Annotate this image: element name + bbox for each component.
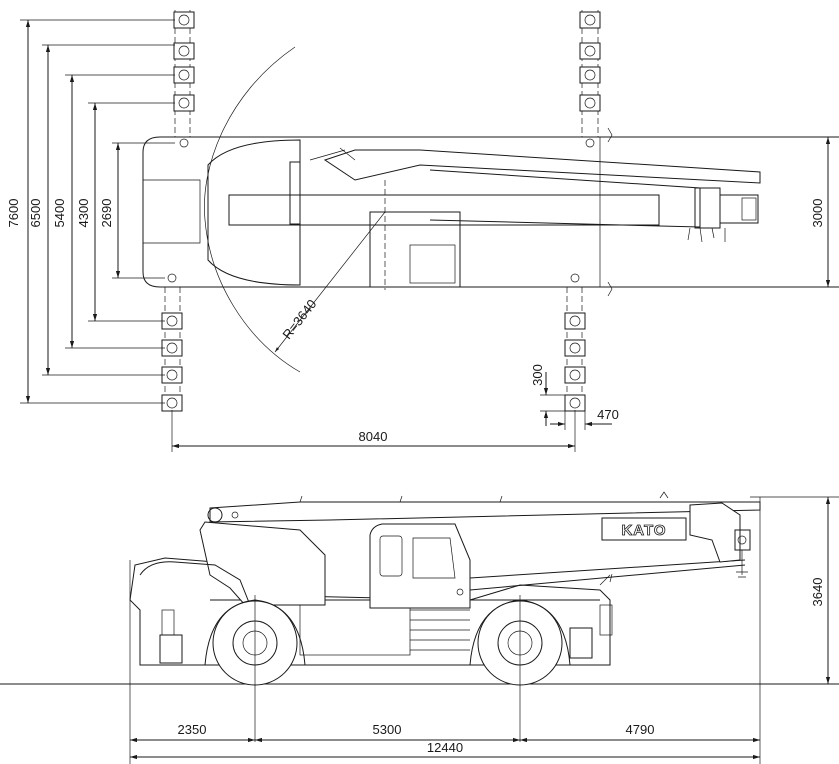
- outrigger-span-dimensions: 7600 6500 5400 4300 2690: [6, 19, 175, 404]
- dim-7600: 7600: [6, 199, 21, 228]
- kato-logo: KATO: [621, 522, 666, 539]
- slew-radius-arc: [204, 46, 301, 373]
- overall-height-dimension: 3640: [129, 496, 839, 764]
- dim-2690: 2690: [99, 199, 114, 228]
- float-dimensions: 300 470: [530, 364, 619, 430]
- length-dimensions: 2350 5300 4790 12440: [130, 722, 760, 760]
- dim-6500: 6500: [28, 199, 43, 228]
- outrigger-length-dimension: 8040: [171, 410, 576, 452]
- dim-12440: 12440: [427, 740, 463, 755]
- dim-3640-height: 3640: [810, 578, 825, 607]
- outrigger-front: [161, 10, 195, 412]
- side-view: KATO 3640: [0, 491, 839, 764]
- radius-dimension: R=3640: [274, 180, 395, 353]
- dim-3000: 3000: [810, 199, 825, 228]
- dim-4790: 4790: [626, 722, 655, 737]
- dim-4300: 4300: [76, 199, 91, 228]
- dim-8040: 8040: [359, 429, 388, 444]
- outrigger-float: [161, 11, 195, 412]
- top-view: 7600 6500 5400 4300 2690 3000 R=3640 804…: [6, 10, 839, 452]
- carrier-outline-top: [142, 136, 839, 288]
- boom-side: KATO: [207, 491, 761, 591]
- dim-5300: 5300: [373, 722, 402, 737]
- dim-radius: R=3640: [279, 297, 319, 342]
- side-steps: [410, 609, 470, 651]
- dim-300: 300: [530, 364, 545, 386]
- dim-5400: 5400: [52, 199, 67, 228]
- outrigger-rear: [564, 10, 601, 412]
- operator-cab: [369, 523, 471, 609]
- dim-470: 470: [597, 407, 619, 422]
- dim-2350: 2350: [178, 722, 207, 737]
- boom-top: [228, 147, 761, 288]
- body-width-dimension: 3000: [607, 127, 831, 297]
- superstructure-rear: [139, 521, 326, 606]
